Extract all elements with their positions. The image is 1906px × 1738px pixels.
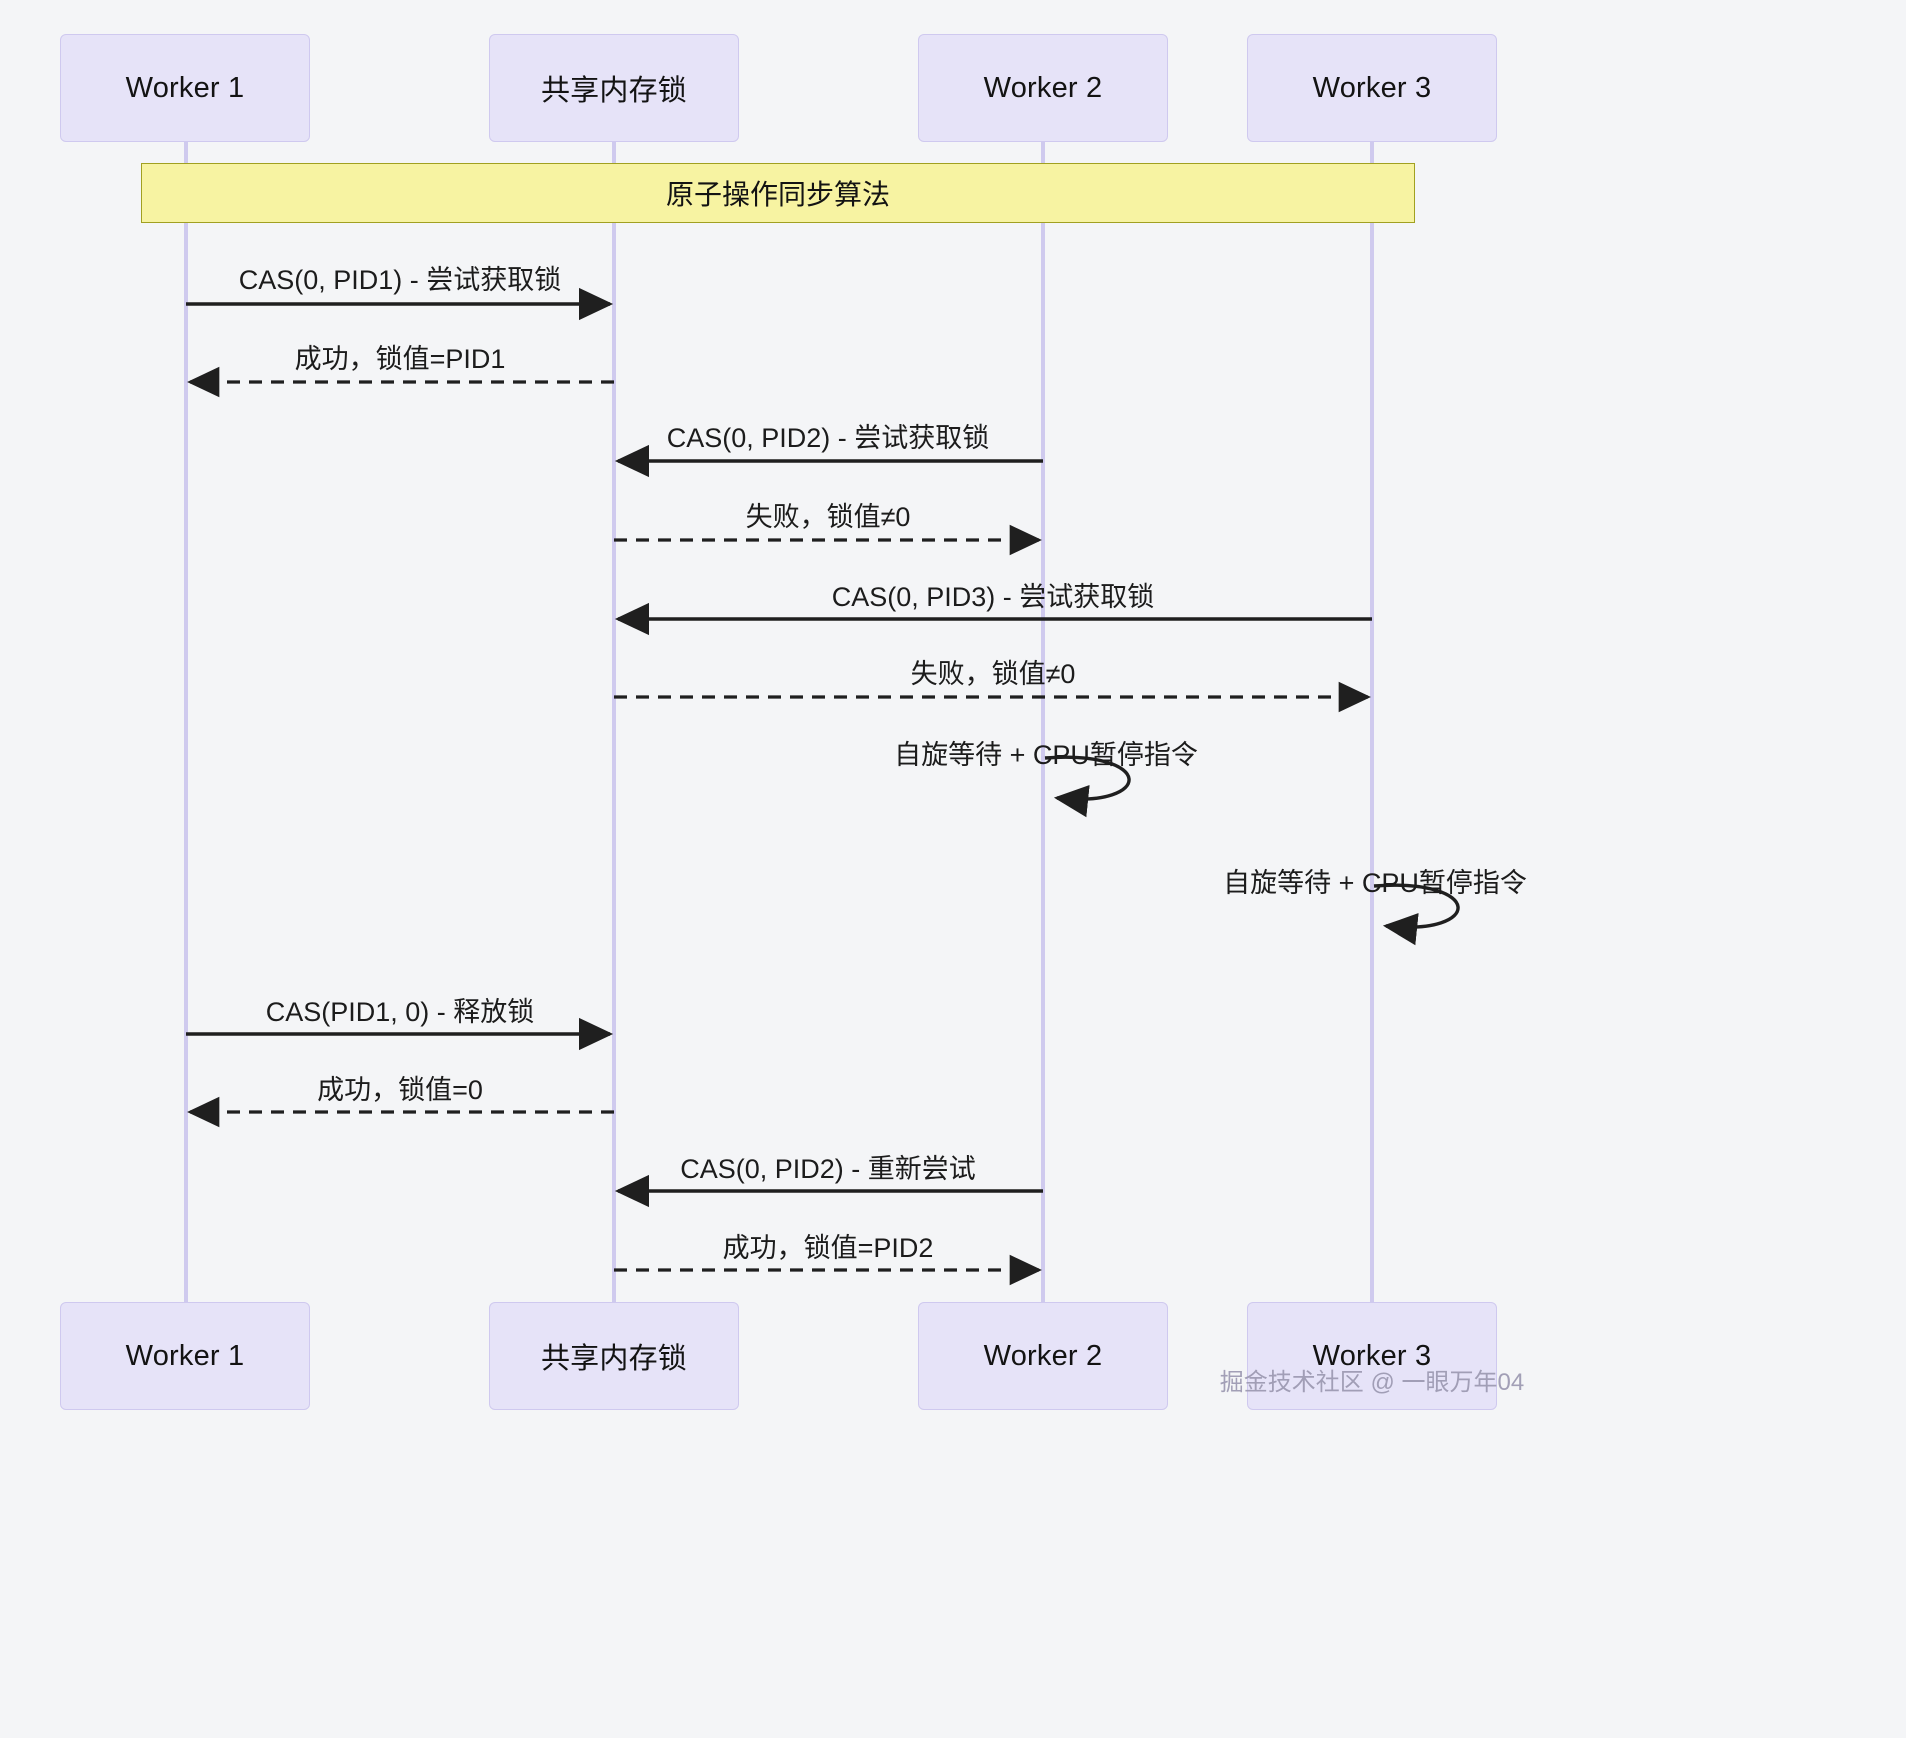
- actor-box-w1-bottom[interactable]: Worker 1: [60, 1302, 310, 1410]
- message-label-7: 自旋等待 + CPU暂停指令: [1223, 868, 1527, 898]
- actor-box-w2-top[interactable]: Worker 2: [918, 34, 1168, 142]
- actor-box-w3-bottom[interactable]: Worker 3: [1247, 1302, 1497, 1410]
- actor-label-w2-top: Worker 2: [983, 71, 1103, 104]
- actor-box-lock-top[interactable]: 共享内存锁: [489, 34, 739, 142]
- note-label: 原子操作同步算法: [665, 179, 890, 210]
- actor-box-w3-top[interactable]: Worker 3: [1247, 34, 1497, 142]
- message-label-3: 失败，锁值≠0: [745, 502, 911, 532]
- message-selfloop-6: [1044, 755, 1131, 818]
- actor-box-w2-bottom[interactable]: Worker 2: [918, 1302, 1168, 1410]
- message-label-0: CAS(0, PID1) - 尝试获取锁: [238, 265, 562, 295]
- actor-box-lock-bottom[interactable]: 共享内存锁: [489, 1302, 739, 1410]
- message-label-11: 成功，锁值=PID2: [722, 1233, 934, 1263]
- actor-label-w1-top: Worker 1: [125, 71, 245, 104]
- message-label-2: CAS(0, PID2) - 尝试获取锁: [666, 423, 990, 453]
- message-selfloop-7: [1373, 883, 1460, 946]
- note-atomic-sync-algorithm: 原子操作同步算法: [141, 163, 1415, 223]
- message-label-6: 自旋等待 + CPU暂停指令: [894, 740, 1198, 770]
- actor-label-w3-bottom: Worker 3: [1312, 1339, 1432, 1372]
- actor-label-lock-top: 共享内存锁: [540, 75, 687, 107]
- message-label-4: CAS(0, PID3) - 尝试获取锁: [831, 582, 1155, 612]
- actor-label-w1-bottom: Worker 1: [125, 1339, 245, 1372]
- message-label-5: 失败，锁值≠0: [910, 659, 1076, 689]
- message-label-8: CAS(PID1, 0) - 释放锁: [265, 997, 535, 1027]
- actor-box-w1-top[interactable]: Worker 1: [60, 34, 310, 142]
- lifelines-group: [184, 142, 1374, 1302]
- message-label-10: CAS(0, PID2) - 重新尝试: [680, 1154, 976, 1184]
- watermark-text: 掘金技术社区 @ 一眼万年04: [1219, 1369, 1525, 1396]
- message-arrows-group: [186, 287, 1460, 1286]
- actor-label-w2-bottom: Worker 2: [983, 1339, 1103, 1372]
- actor-label-lock-bottom: 共享内存锁: [540, 1343, 687, 1375]
- message-label-9: 成功，锁值=0: [317, 1075, 483, 1105]
- message-label-1: 成功，锁值=PID1: [294, 344, 506, 374]
- actor-label-w3-top: Worker 3: [1312, 71, 1432, 104]
